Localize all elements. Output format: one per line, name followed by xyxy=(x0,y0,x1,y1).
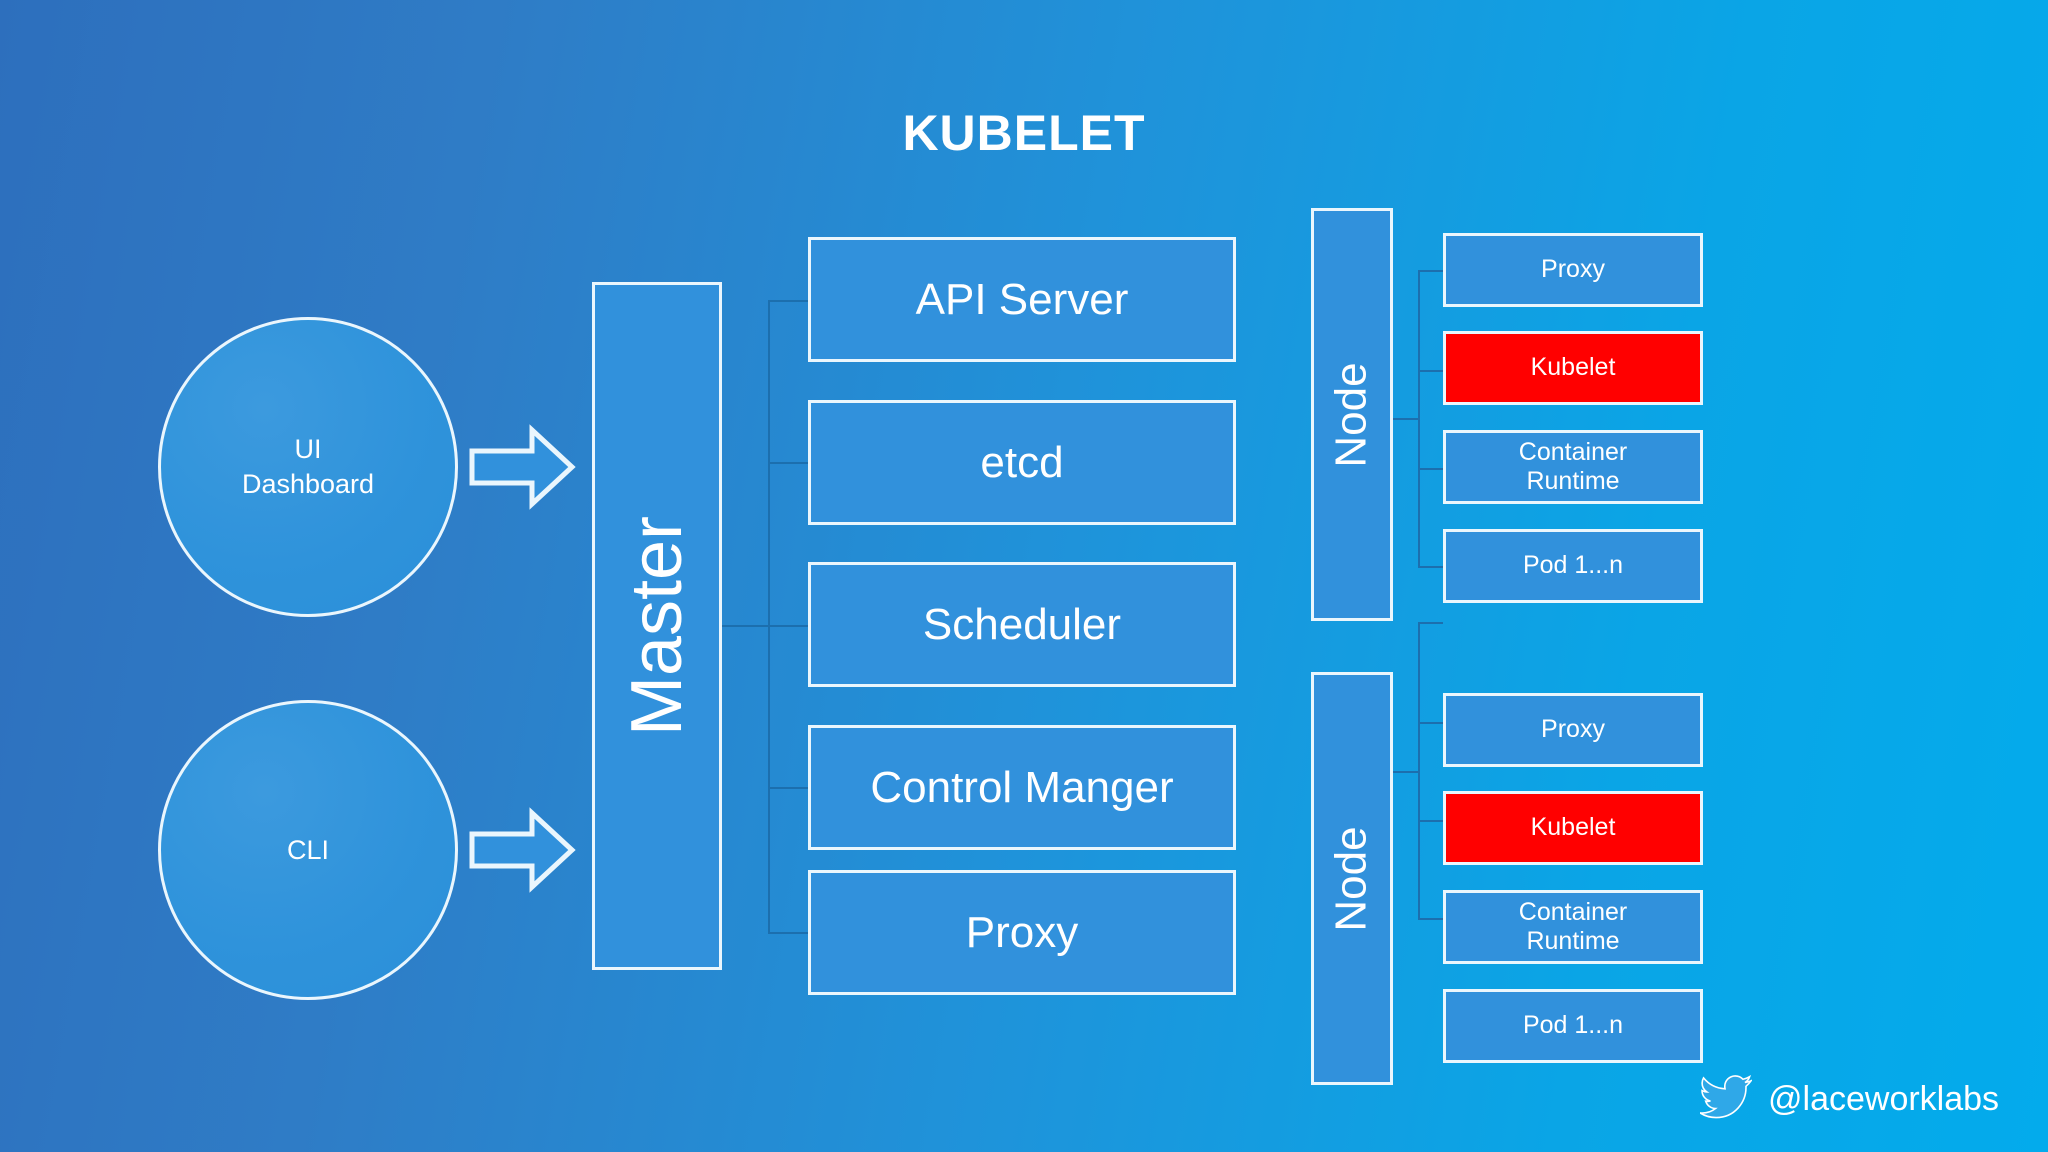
node1-component-proxy[interactable]: Proxy xyxy=(1443,233,1703,307)
node1-connector-stub xyxy=(1393,418,1418,420)
node2-connector-branch xyxy=(1418,820,1443,822)
box-label-line2: Runtime xyxy=(1526,467,1620,495)
box-label: Control Manger xyxy=(870,762,1174,812)
master-connector-spine xyxy=(768,300,770,932)
box-label-line2: Runtime xyxy=(1526,927,1620,955)
node1-connector-branch xyxy=(1418,468,1443,470)
node1-connector-spine xyxy=(1418,270,1420,566)
client-circle-cli[interactable]: CLI xyxy=(158,700,458,1000)
master-component-proxy[interactable]: Proxy xyxy=(808,870,1236,995)
box-label: API Server xyxy=(915,274,1129,324)
node2-component-container-runtime[interactable]: Container Runtime xyxy=(1443,890,1703,964)
box-label: Proxy xyxy=(965,907,1079,957)
twitter-bird-icon xyxy=(1699,1074,1754,1124)
master-component-api-server[interactable]: API Server xyxy=(808,237,1236,362)
box-label: Pod 1...n xyxy=(1522,1011,1624,1040)
arrow-cli-to-master-icon xyxy=(468,806,576,894)
master-connector-branch xyxy=(768,462,808,464)
master-connector-branch xyxy=(768,625,808,627)
master-component-etcd[interactable]: etcd xyxy=(808,400,1236,525)
box-label: Kubelet xyxy=(1530,813,1616,842)
twitter-handle-text: @laceworklabs xyxy=(1768,1080,2000,1118)
master-connector-branch xyxy=(768,300,808,302)
twitter-credit[interactable]: @laceworklabs xyxy=(1699,1074,2000,1124)
page-title: KUBELET xyxy=(902,105,1146,161)
box-label: Container Runtime xyxy=(1519,898,1627,957)
node-bar-2[interactable]: Node xyxy=(1311,672,1393,1085)
box-label-line1: Container xyxy=(1518,437,1628,466)
master-component-scheduler[interactable]: Scheduler xyxy=(808,562,1236,687)
client-circle-label: CLI xyxy=(287,833,329,868)
box-label: Pod 1...n xyxy=(1522,551,1624,580)
node2-connector-branch xyxy=(1418,918,1443,920)
node2-connector-branch xyxy=(1418,622,1443,624)
node2-component-proxy[interactable]: Proxy xyxy=(1443,693,1703,767)
box-label: Proxy xyxy=(1541,715,1605,744)
node2-component-kubelet[interactable]: Kubelet xyxy=(1443,791,1703,865)
node-bar-label: Node xyxy=(1327,361,1376,468)
box-label-line1: Container xyxy=(1518,897,1628,926)
master-bar[interactable]: Master xyxy=(592,282,722,970)
node1-connector-branch xyxy=(1418,566,1443,568)
client-label-line1: UI xyxy=(294,434,322,465)
node2-component-pod[interactable]: Pod 1...n xyxy=(1443,989,1703,1063)
node1-connector-branch xyxy=(1418,370,1443,372)
master-component-control-manger[interactable]: Control Manger xyxy=(808,725,1236,850)
node2-connector-branch xyxy=(1418,722,1443,724)
client-label-line1: CLI xyxy=(286,834,330,865)
box-label: Container Runtime xyxy=(1519,438,1627,497)
node-bar-1[interactable]: Node xyxy=(1311,208,1393,621)
box-label: Kubelet xyxy=(1530,353,1616,382)
master-connector-branch xyxy=(768,932,808,934)
client-circle-ui-dashboard[interactable]: UI Dashboard xyxy=(158,317,458,617)
node2-connector-stub xyxy=(1393,771,1418,773)
node-bar-label: Node xyxy=(1327,825,1376,932)
box-label: etcd xyxy=(980,437,1064,487)
node2-connector-spine xyxy=(1418,622,1420,919)
client-label-line2: Dashboard xyxy=(241,469,375,499)
box-label: Scheduler xyxy=(922,599,1122,649)
node1-component-kubelet[interactable]: Kubelet xyxy=(1443,331,1703,405)
node1-connector-branch xyxy=(1418,270,1443,272)
client-circle-label: UI Dashboard xyxy=(242,432,374,501)
master-connector-stub xyxy=(722,625,768,627)
arrow-ui-to-master-icon xyxy=(468,423,576,511)
master-connector-branch xyxy=(768,787,808,789)
box-label: Proxy xyxy=(1541,255,1605,284)
node1-component-pod[interactable]: Pod 1...n xyxy=(1443,529,1703,603)
node1-component-container-runtime[interactable]: Container Runtime xyxy=(1443,430,1703,504)
master-bar-label: Master xyxy=(617,515,698,737)
